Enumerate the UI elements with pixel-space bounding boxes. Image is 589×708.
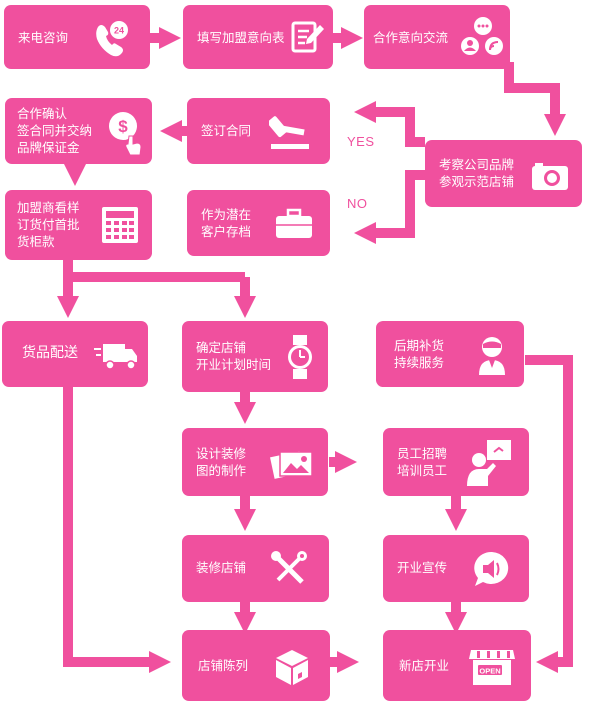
shop-icon: OPEN	[469, 650, 515, 685]
shop-sign-text: OPEN	[479, 667, 500, 676]
step-label: 货品配送	[22, 345, 78, 361]
phone-24-text: 24	[114, 26, 124, 36]
picture-icon	[270, 451, 313, 479]
step-potential: 作为潜在 客户存档	[187, 190, 330, 256]
communication-icon	[461, 17, 503, 55]
step-label: 合作确认 签合同并交纳 品牌保证金	[17, 106, 93, 155]
step-open: 新店开业 OPEN	[383, 630, 531, 701]
step-inspect: 考察公司品牌 参观示范店铺	[425, 140, 582, 207]
step-label: 新店开业	[399, 658, 450, 673]
step-label: 填写加盟意向表	[197, 30, 285, 45]
step-label: 加盟商看样 订货付首批 货柜款	[17, 200, 80, 249]
phone-24-icon: 24	[96, 21, 128, 57]
step-label: 店铺陈列	[198, 658, 249, 673]
step-restock: 后期补货 持续服务	[376, 321, 524, 387]
speaker-bubble-icon	[474, 551, 509, 586]
step-label: 作为潜在 客户存档	[201, 207, 252, 239]
step-hire: 员工招聘 培训员工	[383, 428, 529, 496]
step-label: 开业宣传	[397, 560, 448, 575]
camera-icon	[532, 163, 568, 190]
step-design: 设计装修 图的制作	[182, 428, 328, 496]
no-label: NO	[347, 196, 368, 211]
step-label: 合作意向交流	[373, 30, 449, 45]
service-person-icon	[479, 337, 505, 375]
yes-label: YES	[347, 134, 375, 149]
step-label: 确定店铺 开业计划时间	[196, 340, 272, 372]
step-decorate: 装修店铺	[182, 535, 329, 602]
svg-text:$: $	[118, 117, 128, 136]
step-order: 加盟商看样 订货付首批 货柜款	[5, 190, 152, 260]
step-talk: 合作意向交流	[364, 5, 510, 69]
step-display: 店铺陈列	[182, 630, 330, 701]
step-label: 装修店铺	[196, 560, 247, 575]
trainer-icon	[467, 440, 511, 486]
step-label: 员工招聘 培训员工	[397, 446, 448, 478]
step-promote: 开业宣传	[383, 535, 529, 602]
package-icon	[276, 650, 308, 685]
step-confirm: 合作确认 签合同并交纳 品牌保证金 $	[5, 98, 152, 164]
money-click-icon: $	[109, 112, 142, 156]
watch-icon	[288, 335, 312, 379]
step-label: 设计装修 图的制作	[196, 446, 247, 478]
delivery-truck-icon	[94, 344, 137, 370]
step-sign: 签订合同	[187, 98, 330, 164]
step-form: 填写加盟意向表	[183, 5, 333, 69]
step-label: 来电咨询	[18, 30, 69, 45]
step-label: 考察公司品牌 参观示范店铺	[439, 157, 515, 189]
form-pen-icon	[291, 21, 324, 53]
step-call: 来电咨询 24	[4, 5, 150, 69]
step-delivery: 货品配送	[2, 321, 148, 387]
tools-icon	[271, 551, 307, 584]
gavel-icon	[269, 116, 309, 149]
step-label: 签订合同	[201, 123, 252, 138]
step-label: 后期补货 持续服务	[394, 338, 445, 370]
briefcase-icon	[276, 208, 312, 238]
calculator-icon	[102, 207, 138, 243]
step-schedule: 确定店铺 开业计划时间	[182, 321, 328, 392]
